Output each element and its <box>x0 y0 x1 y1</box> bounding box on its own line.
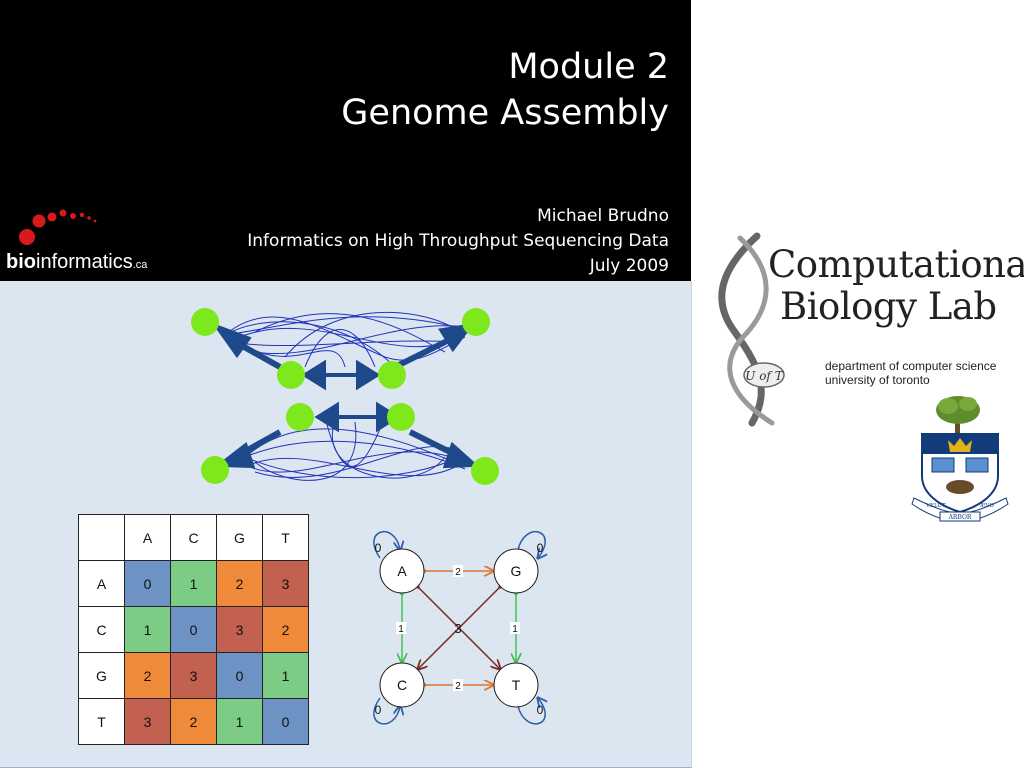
department-text: department of computer science universit… <box>825 359 996 387</box>
university-crest-icon: VELUT ÆVO ARBOR <box>911 396 1009 522</box>
substitution-matrix: A C G T A 0 1 2 3 C 1 0 3 2 G 2 3 0 1 T … <box>78 514 309 745</box>
matrix-row-header: G <box>78 652 125 699</box>
matrix-cell: 1 <box>262 652 309 699</box>
nucleotide-graph: A G C T 0 0 0 0 2 2 1 1 3 <box>373 531 575 725</box>
edge-label-right: 1 <box>512 624 518 635</box>
matrix-cell: 3 <box>170 652 217 699</box>
crest-motto-left: VELUT <box>925 503 946 509</box>
author-name: Michael Brudno <box>537 206 669 226</box>
matrix-row-header: C <box>78 606 125 653</box>
matrix-cell: 3 <box>262 560 309 607</box>
matrix-cell: 0 <box>216 652 263 699</box>
crest-motto-right: ÆVO <box>979 503 994 509</box>
node-label-g: G <box>511 563 522 579</box>
computational-biology-lab-logo: U of T Computational Biology Lab departm… <box>702 228 1024 433</box>
self-loops <box>373 531 545 725</box>
matrix-cell: 3 <box>124 698 171 745</box>
matrix-cell: 0 <box>170 606 217 653</box>
crest-banner-text: ARBOR <box>948 514 972 521</box>
edge-label-bottom: 2 <box>455 681 461 692</box>
slide-title: Module 2 Genome Assembly <box>341 44 669 136</box>
matrix-col-header: G <box>216 514 263 561</box>
logo-bold-part: bio <box>6 251 36 273</box>
node-label-c: C <box>397 677 407 693</box>
self-loop-label: 0 <box>375 703 382 717</box>
matrix-corner <box>78 514 125 561</box>
department-line-1: department of computer science <box>825 359 997 373</box>
matrix-cell: 0 <box>262 698 309 745</box>
matrix-col-header: T <box>262 514 309 561</box>
edge-label-top: 2 <box>455 567 461 578</box>
author-block: Michael Brudno Informatics on High Throu… <box>247 204 669 279</box>
lab-name-line-1: Computational <box>768 243 1024 286</box>
matrix-cell: 0 <box>124 560 171 607</box>
matrix-col-header: C <box>170 514 217 561</box>
title-line-1: Module 2 <box>508 47 669 87</box>
bioinformatics-logo: bioinformatics.ca <box>6 207 156 273</box>
title-line-2: Genome Assembly <box>341 93 669 133</box>
matrix-row: C 1 0 3 2 <box>78 606 309 653</box>
department-line-2: university of toronto <box>825 373 930 387</box>
node-label-t: T <box>512 677 521 693</box>
nucleotide-nodes <box>379 548 539 708</box>
matrix-col-header: A <box>124 514 171 561</box>
date-text: July 2009 <box>589 256 669 276</box>
matrix-cell: 1 <box>170 560 217 607</box>
link-curves-bottom <box>239 416 466 481</box>
bioinformatics-wordmark: bioinformatics.ca <box>6 251 147 274</box>
helix-label: U of T <box>745 369 783 383</box>
matrix-row: A 0 1 2 3 <box>78 560 309 607</box>
course-name: Informatics on High Throughput Sequencin… <box>247 231 669 251</box>
logo-suffix: .ca <box>132 259 148 271</box>
matrix-cell: 3 <box>216 606 263 653</box>
dna-helix-icon: U of T <box>718 232 785 427</box>
graph-nodes <box>191 308 499 485</box>
self-loop-label: 0 <box>375 541 382 555</box>
matrix-cell: 2 <box>170 698 217 745</box>
self-loop-label: 0 <box>537 703 544 717</box>
edge-label-left: 1 <box>398 624 404 635</box>
title-header: Module 2 Genome Assembly Michael Brudno … <box>0 0 691 281</box>
paired-read-graph <box>191 308 499 485</box>
logo-rest-part: informatics <box>36 251 133 273</box>
matrix-cell: 1 <box>124 606 171 653</box>
self-loop-label: 0 <box>537 541 544 555</box>
lab-name: Computational Biology Lab <box>768 244 1024 328</box>
matrix-row: T 3 2 1 0 <box>78 698 309 745</box>
matrix-cell: 2 <box>262 606 309 653</box>
matrix-cell: 2 <box>124 652 171 699</box>
matrix-row: G 2 3 0 1 <box>78 652 309 699</box>
matrix-header-row: A C G T <box>78 514 309 561</box>
lab-name-line-2: Biology Lab <box>780 285 997 328</box>
red-dots-icon <box>19 209 97 245</box>
matrix-row-header: T <box>78 698 125 745</box>
edge-label-center: 3 <box>454 621 461 636</box>
matrix-cell: 1 <box>216 698 263 745</box>
matrix-row-header: A <box>78 560 125 607</box>
direction-arrows <box>211 322 480 469</box>
matrix-cell: 2 <box>216 560 263 607</box>
node-label-a: A <box>397 563 407 579</box>
